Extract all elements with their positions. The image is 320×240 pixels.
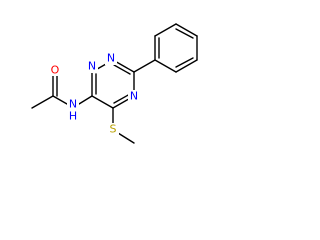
phenyl-bond-2 xyxy=(154,23,177,37)
oxygen-label: O xyxy=(51,64,60,77)
bond-carbonyl-nitrogen xyxy=(52,95,68,105)
phenyl-bond-5-second xyxy=(175,57,194,68)
bond-nitrogen-ring xyxy=(78,95,93,105)
ring-bond-n4-c5-second xyxy=(113,93,131,104)
ring-bond-c5-c6 xyxy=(91,95,114,109)
atom-label-layer: O N H N N N S xyxy=(49,52,140,136)
phenyl-bond-3-second xyxy=(175,28,194,39)
ring-nitrogen-1-label: N xyxy=(88,60,96,73)
sulfur-label: S xyxy=(110,123,117,136)
ring-nitrogen-4-label: N xyxy=(130,90,138,103)
phenyl-bond-3 xyxy=(175,23,198,37)
phenyl-bond-6 xyxy=(154,59,177,73)
bond-ring-phenyl xyxy=(133,59,156,73)
bond-sulfur-methyl xyxy=(117,132,135,144)
amide-hydrogen-label: H xyxy=(69,110,77,123)
ring-nitrogen-2-label: N xyxy=(107,52,115,65)
phenyl-bond-5 xyxy=(175,59,198,73)
ring-bond-n2-c3-second xyxy=(113,64,131,75)
amide-nitrogen-label: N xyxy=(69,98,77,111)
chemical-structure: O N H N N N S xyxy=(31,23,198,144)
bond-methyl-carbonyl xyxy=(31,95,54,109)
